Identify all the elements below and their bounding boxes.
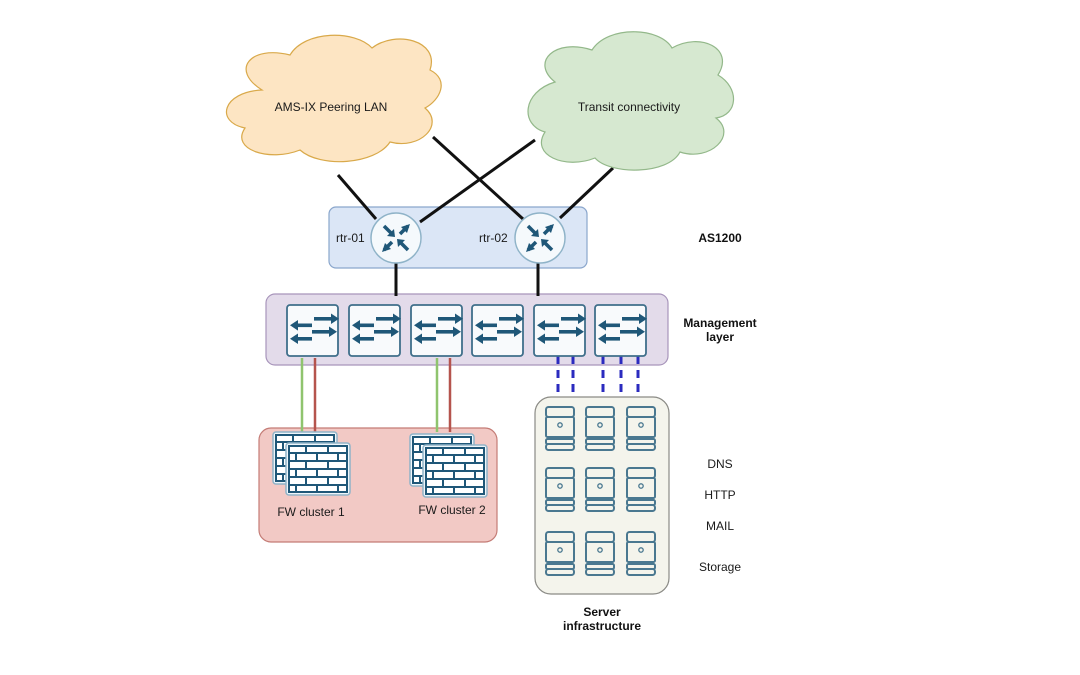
cloud-amsix[interactable]: AMS-IX Peering LAN <box>226 34 442 163</box>
firewall-cluster-1-label: FW cluster 1 <box>277 505 345 519</box>
firewall-cluster-1[interactable]: FW cluster 1 <box>272 431 351 519</box>
server-infrastructure-box <box>534 396 670 595</box>
server-infrastructure-label-line1: Server <box>583 605 621 619</box>
router-rtr-02[interactable]: rtr-02 <box>479 212 566 264</box>
as-group-label: AS1200 <box>698 231 742 245</box>
cloud-transit-label: Transit connectivity <box>578 100 680 114</box>
router-rtr-02-body <box>514 212 566 264</box>
router-rtr-01-body <box>370 212 422 264</box>
cloud-transit[interactable]: Transit connectivity <box>527 31 735 171</box>
uplinks <box>336 135 615 296</box>
switch-6[interactable] <box>594 304 647 357</box>
firewall-cluster-2-label: FW cluster 2 <box>418 503 486 517</box>
firewall-icon <box>422 444 488 498</box>
management-layer-label-line1: Management <box>683 316 756 330</box>
management-layer-label-line2: layer <box>706 330 734 344</box>
link-amsix-rtr02 <box>431 135 525 221</box>
switch-row <box>286 304 647 357</box>
switch-4[interactable] <box>471 304 524 357</box>
firewall-links <box>300 358 452 432</box>
link-transit-rtr02 <box>558 166 615 220</box>
switch-1[interactable] <box>286 304 339 357</box>
firewall-cluster-2[interactable]: FW cluster 2 <box>409 433 488 517</box>
service-label-mail: MAIL <box>706 519 734 533</box>
service-label-storage: Storage <box>699 560 741 574</box>
service-label-dns: DNS <box>707 457 732 471</box>
switch-5[interactable] <box>533 304 586 357</box>
switch-2[interactable] <box>348 304 401 357</box>
switch-3[interactable] <box>410 304 463 357</box>
cloud-amsix-label: AMS-IX Peering LAN <box>275 100 388 114</box>
service-label-http: HTTP <box>704 488 735 502</box>
cloud-amsix-shape <box>226 34 442 163</box>
server-links <box>556 356 640 398</box>
router-rtr-01[interactable]: rtr-01 <box>336 212 422 264</box>
server-infrastructure-label-line2: infrastructure <box>563 619 641 633</box>
router-rtr-01-label: rtr-01 <box>336 231 365 245</box>
link-transit-rtr01 <box>419 138 536 224</box>
router-rtr-02-label: rtr-02 <box>479 231 508 245</box>
link-amsix-rtr01 <box>336 174 378 220</box>
firewall-icon <box>285 442 351 496</box>
cloud-transit-shape <box>527 31 735 171</box>
